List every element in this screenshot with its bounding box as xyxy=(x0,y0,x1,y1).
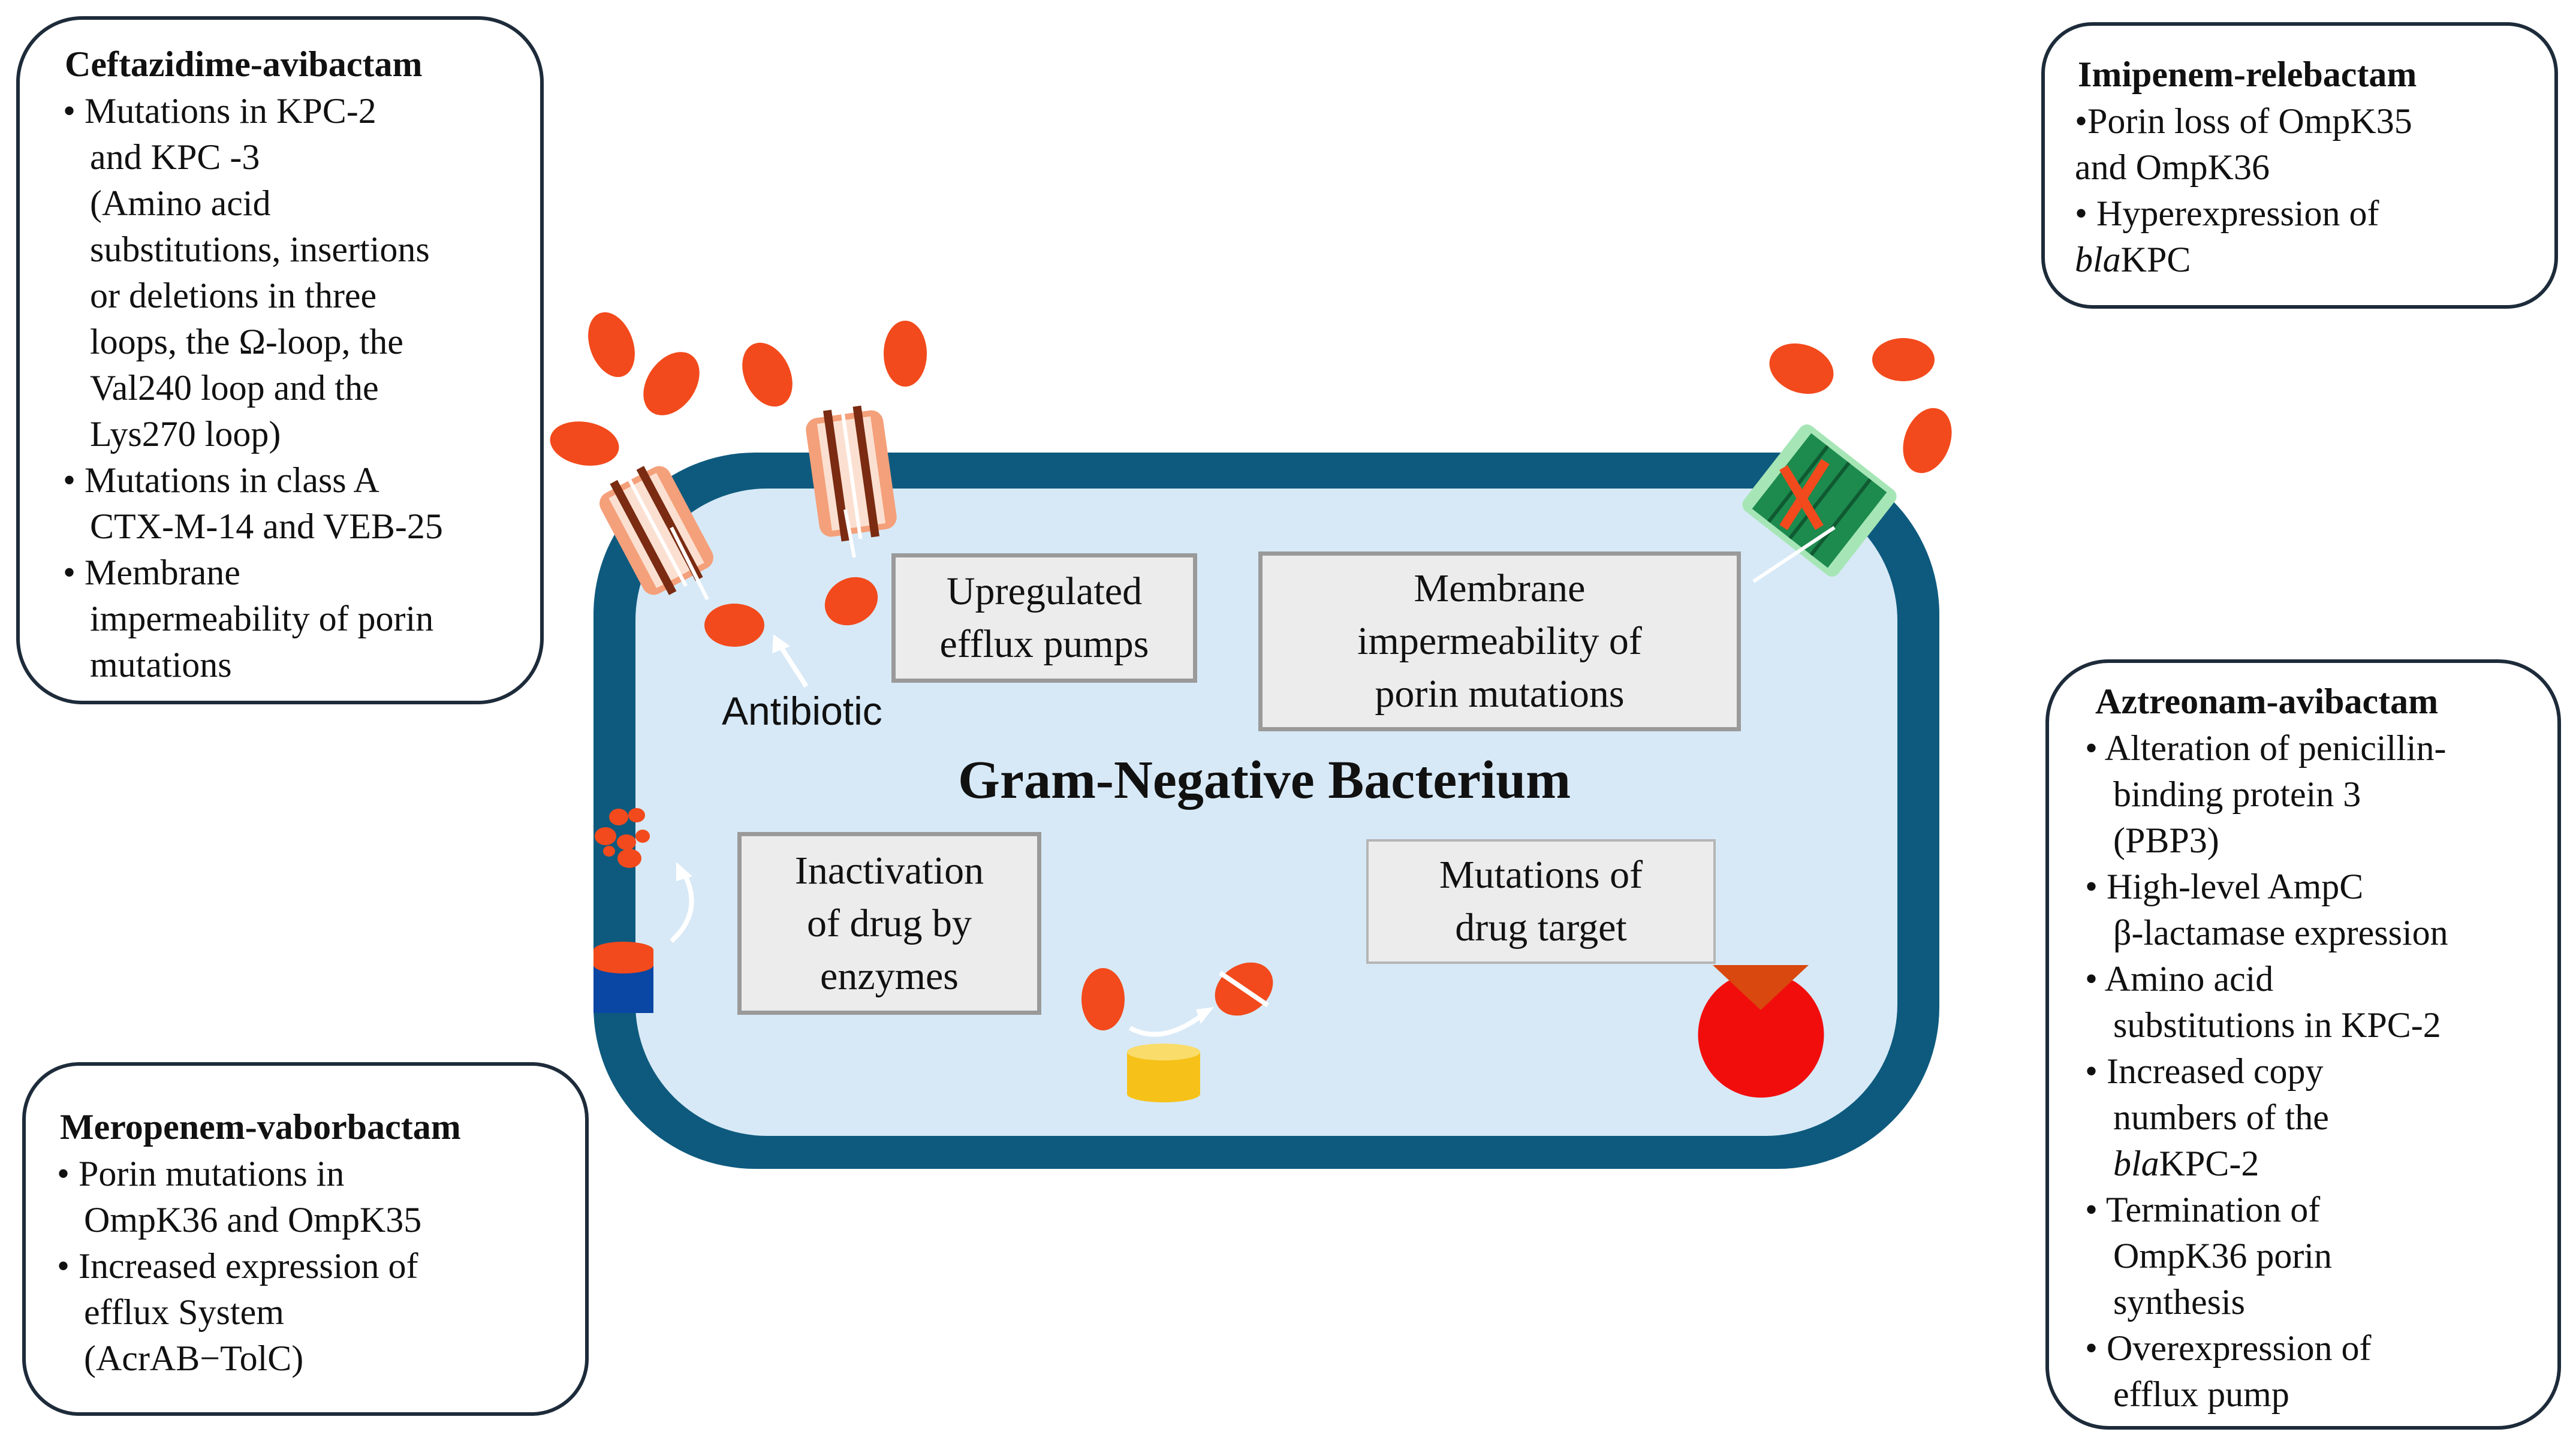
mechanism-line: Membrane xyxy=(1414,566,1586,610)
panel-title: Imipenem-relebactam xyxy=(2078,55,2417,94)
mechanism-line: Inactivation xyxy=(794,848,984,893)
mechanism-line: Mutations of xyxy=(1439,853,1643,897)
antibiotic-molecule xyxy=(550,421,619,466)
mechanism-efflux-pumps: Upregulated efflux pumps xyxy=(891,553,1197,683)
efflux-arrow xyxy=(670,871,694,943)
panel-line: impermeability of porin xyxy=(90,599,434,638)
mechanism-line: drug target xyxy=(1455,906,1627,949)
panel-line: • Increased expression of xyxy=(57,1246,418,1286)
mechanism-line: of drug by xyxy=(807,901,972,945)
panel-line: • Mutations in class A xyxy=(63,460,379,500)
hydrolysis-arrowhead xyxy=(1196,1007,1214,1024)
beta-lactamase-enzyme xyxy=(1127,1044,1200,1102)
antibiotic-label: Antibiotic xyxy=(722,689,882,733)
panel-line: numbers of the xyxy=(2113,1098,2329,1137)
panel-title: Aztreonam-avibactam xyxy=(2095,682,2439,721)
panel-line: • Overexpression of xyxy=(2085,1328,2372,1368)
panel-line: (Amino acid xyxy=(90,183,271,223)
panel-line: loops, the Ω-loop, the xyxy=(90,322,403,361)
panel-line: mutations xyxy=(90,645,232,685)
gene-prefix: bla xyxy=(2075,240,2121,279)
antibiotic-molecules-right xyxy=(1769,338,1952,474)
panel-line: CTX-M-14 and VEB-25 xyxy=(90,507,443,546)
panel-line: blaKPC-2 xyxy=(2113,1144,2259,1183)
panel-line: OmpK36 porin xyxy=(2113,1236,2332,1276)
antibiotic-molecule-cleaved xyxy=(1215,962,1273,1016)
panel-line: binding protein 3 xyxy=(2113,774,2361,814)
bacterium-title: Gram-Negative Bacterium xyxy=(958,750,1571,810)
panel-line: efflux System xyxy=(84,1292,284,1332)
panel-title: Meropenem-vaborbactam xyxy=(60,1107,461,1147)
panel-line: and OmpK36 xyxy=(2075,147,2270,187)
drug-target xyxy=(1698,965,1824,1098)
panel-line: Lys270 loop) xyxy=(90,414,281,454)
antibiotic-molecules-outside xyxy=(550,312,927,647)
antibiotic-molecule xyxy=(1769,343,1834,394)
antibiotic-molecule xyxy=(1903,408,1952,474)
antibiotic-molecule-inside xyxy=(704,604,764,647)
ceftazidime-panel: Ceftazidime-avibactam • Mutations in KPC… xyxy=(16,16,544,704)
panel-title: Ceftazidime-avibactam xyxy=(65,44,423,84)
panel-line: •Porin loss of OmpK35 xyxy=(2075,101,2412,141)
antibiotic-fragments xyxy=(595,808,650,868)
panel-line: (AcrAB−TolC) xyxy=(84,1339,304,1378)
panel-line: OmpK36 and OmpK35 xyxy=(84,1200,422,1240)
panel-line: efflux pump xyxy=(2113,1374,2289,1414)
hydrolysis-arrow xyxy=(1129,1011,1207,1037)
panel-line: • Membrane xyxy=(63,553,240,592)
gene-prefix: bla xyxy=(2113,1144,2159,1183)
panel-line: and KPC -3 xyxy=(90,137,260,177)
panel-line: • Hyperexpression of xyxy=(2075,194,2379,233)
antibiotic-molecule-intact xyxy=(1081,968,1125,1030)
efflux-pump-3 xyxy=(593,942,653,1013)
panel-line: synthesis xyxy=(2113,1282,2246,1322)
panel-line: • Termination of xyxy=(2085,1190,2321,1229)
mechanism-line: impermeability of xyxy=(1357,619,1642,663)
pump-channel-line xyxy=(670,526,709,601)
mechanism-line: Upregulated xyxy=(946,569,1143,613)
panel-line: substitutions in KPC-2 xyxy=(2113,1005,2441,1045)
porin-blocked-x xyxy=(1779,459,1830,530)
mechanism-line: efflux pumps xyxy=(939,622,1149,666)
panel-line: substitutions, insertions xyxy=(90,230,430,269)
aztreonam-panel: Aztreonam-avibactam • Alteration of peni… xyxy=(2045,659,2561,1430)
mechanism-enzyme-inactivation: Inactivation of drug by enzymes xyxy=(737,832,1041,1015)
antibiotic-arrow xyxy=(777,643,809,688)
antibiotic-molecule xyxy=(884,321,927,387)
panel-line: β-lactamase expression xyxy=(2113,913,2448,952)
antibiotic-arrowhead xyxy=(772,634,790,653)
mechanism-target-mutation: Mutations of drug target xyxy=(1366,839,1716,964)
antibiotic-molecule xyxy=(1872,338,1935,381)
mechanism-line: porin mutations xyxy=(1375,672,1625,716)
efflux-pump-2 xyxy=(806,405,897,542)
mechanism-porin-impermeability: Membrane impermeability of porin mutatio… xyxy=(1258,551,1741,731)
pump-channel-line xyxy=(843,509,856,558)
imipenem-panel: Imipenem-relebactam •Porin loss of OmpK3… xyxy=(2041,22,2558,309)
mechanism-line: enzymes xyxy=(820,954,959,998)
efflux-arrowhead xyxy=(676,862,692,881)
panel-line: blaKPC xyxy=(2075,240,2191,279)
panel-line: • Increased copy xyxy=(2085,1051,2324,1091)
antibiotic-molecule xyxy=(643,352,700,415)
panel-line: • Porin mutations in xyxy=(57,1154,345,1193)
meropenem-panel: Meropenem-vaborbactam • Porin mutations … xyxy=(22,1062,589,1416)
panel-line: Val240 loop and the xyxy=(90,368,379,408)
panel-line: or deletions in three xyxy=(90,276,377,315)
panel-line: • Mutations in KPC-2 xyxy=(63,91,376,131)
antibiotic-molecule xyxy=(588,312,635,378)
panel-line: • Amino acid xyxy=(2085,959,2274,999)
panel-line: • High-level AmpC xyxy=(2085,867,2364,906)
antibiotic-molecule-inside xyxy=(824,577,878,626)
panel-line: • Alteration of penicillin- xyxy=(2085,728,2447,768)
panel-line: (PBP3) xyxy=(2113,821,2219,860)
porin-channel-line xyxy=(1752,526,1836,583)
antibiotic-molecule xyxy=(742,342,793,407)
